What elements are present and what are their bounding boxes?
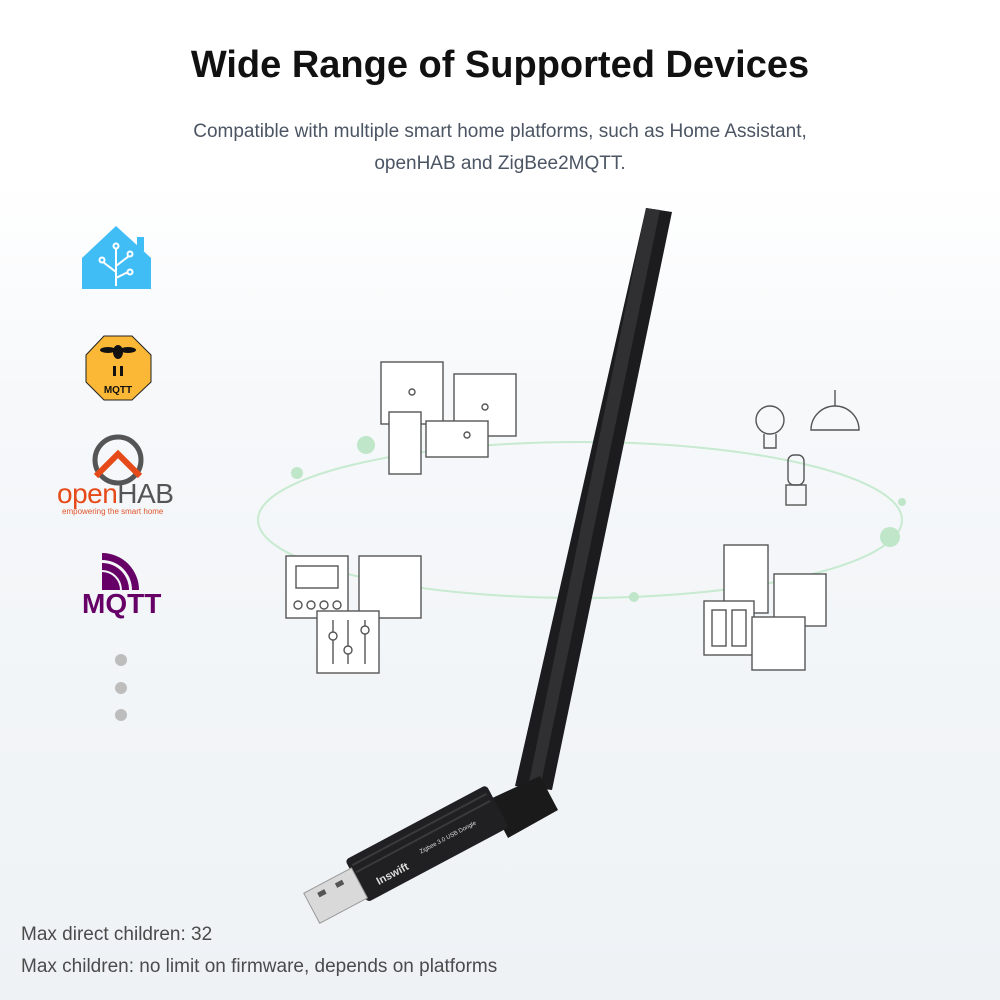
openhab-hab: HAB (117, 478, 174, 509)
more-platforms-dots (115, 654, 127, 721)
network-nodes (291, 436, 906, 602)
zigbee2mqtt-icon: MQTT (85, 335, 152, 401)
max-direct-children: Max direct children: 32 (21, 924, 213, 945)
svg-text:MQTT: MQTT (104, 385, 132, 396)
max-children: Max children: no limit on firmware, depe… (21, 956, 498, 977)
subtitle-line-2: openHAB and ZigBee2MQTT. (374, 153, 626, 174)
antenna (488, 208, 672, 838)
wall-switches-icon (703, 544, 827, 671)
usb-connector (303, 867, 369, 924)
openhab-icon (92, 434, 144, 486)
sensor-devices-icon (380, 361, 517, 475)
lighting-icon (755, 390, 860, 506)
openhab-tagline: empowering the smart home (62, 507, 164, 516)
usb-dongle: Inswift Zigbee 3.0 USB Dongle (303, 786, 508, 924)
openhab-wordmark: openHAB (57, 478, 174, 510)
mqtt-wordmark: MQTT (82, 588, 162, 619)
openhab-open: open (57, 478, 118, 509)
control-panels-icon (285, 555, 422, 674)
mqtt-icon (102, 553, 139, 590)
subtitle-line-1: Compatible with multiple smart home plat… (193, 121, 807, 142)
subtitle: Compatible with multiple smart home plat… (150, 116, 850, 180)
home-assistant-icon (82, 226, 151, 289)
page-title: Wide Range of Supported Devices (190, 44, 810, 86)
